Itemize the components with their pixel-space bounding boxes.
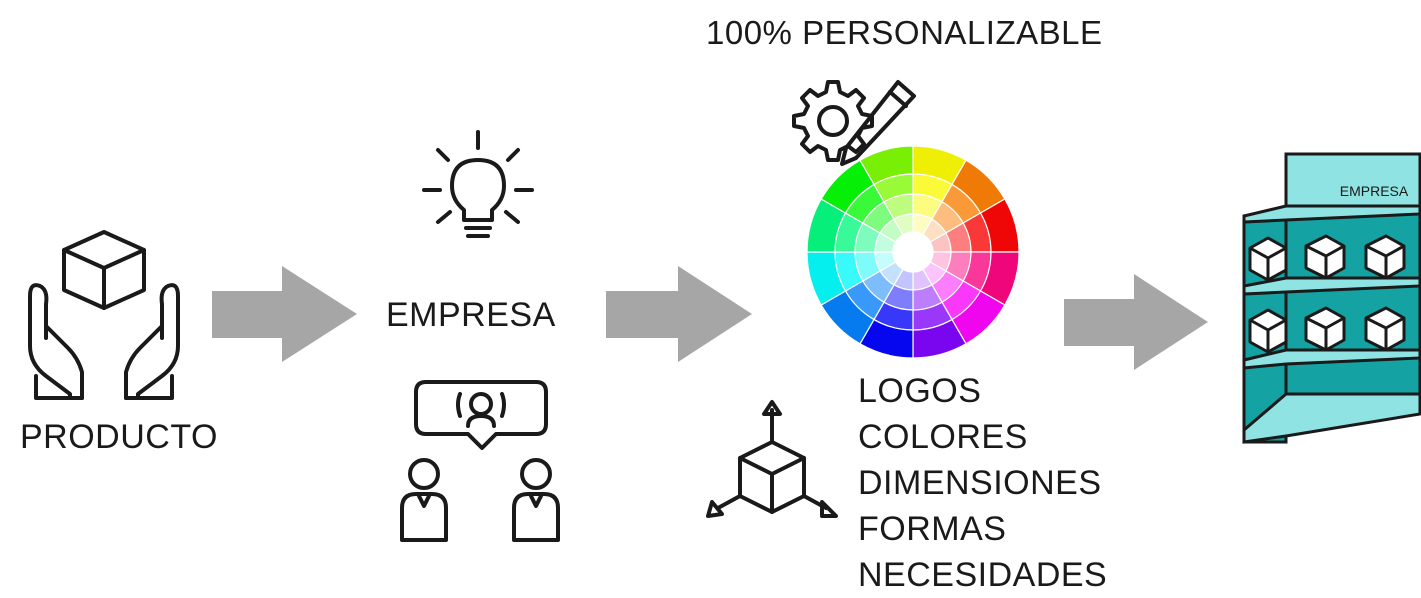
color-wheel-center <box>893 232 933 272</box>
hands-holding-box-icon <box>28 230 180 400</box>
stage-label-product: PRODUCTO <box>20 418 218 456</box>
customizable-title: 100% PERSONALIZABLE <box>706 14 1103 51</box>
feature-item: NECESIDADES <box>858 556 1108 594</box>
cube-dimensions-icon <box>706 400 838 518</box>
lightbulb-icon <box>422 130 534 238</box>
display-shelf-icon: EMPRESA <box>1242 152 1421 444</box>
display-sign-text: EMPRESA <box>1340 183 1409 199</box>
color-wheel-icon <box>806 145 1020 359</box>
feature-item: LOGOS <box>858 372 982 410</box>
feature-item: COLORES <box>858 418 1028 456</box>
meeting-people-icon <box>400 380 560 542</box>
feature-list: LOGOS COLORES DIMENSIONES FORMAS NECESID… <box>858 368 1107 598</box>
arrow-right-icon <box>212 266 357 362</box>
arrow-right-icon <box>606 266 752 362</box>
gear-pencil-icon <box>792 80 916 166</box>
stage-label-company: EMPRESA <box>386 296 556 334</box>
feature-item: FORMAS <box>858 510 1007 548</box>
feature-item: DIMENSIONES <box>858 464 1102 502</box>
color-wheel-segment <box>859 145 914 186</box>
arrow-right-icon <box>1064 274 1208 370</box>
